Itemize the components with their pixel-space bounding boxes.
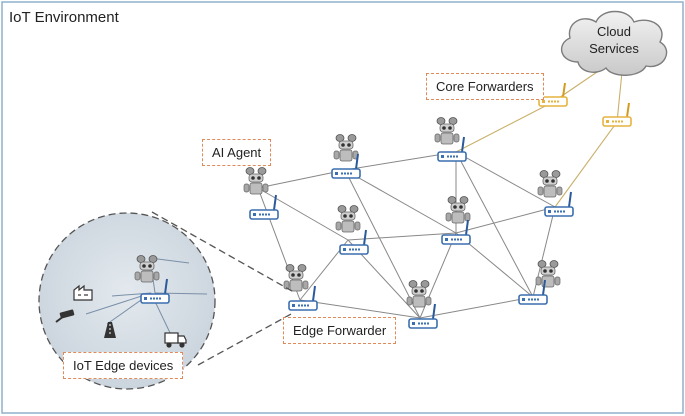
zoom-connector [151,211,294,366]
cloud-label: Cloud Services [566,23,662,57]
iot-edge-devices-label: IoT Edge devices [63,352,184,379]
road-icon [104,322,116,338]
cloud-label-line1: Cloud [597,24,631,39]
factory-icon [73,284,93,301]
ai-agent-label: AI Agent [202,139,272,166]
cloud-icon [560,10,668,76]
core-forwarders-label: Core Forwarders [426,73,544,100]
cloud-label-line2: Services [589,41,639,56]
edge-forwarder-label: Edge Forwarder [283,317,397,344]
truck-icon [164,332,187,348]
cctv-camera-icon [55,309,75,323]
frame-title: IoT Environment [9,9,119,26]
